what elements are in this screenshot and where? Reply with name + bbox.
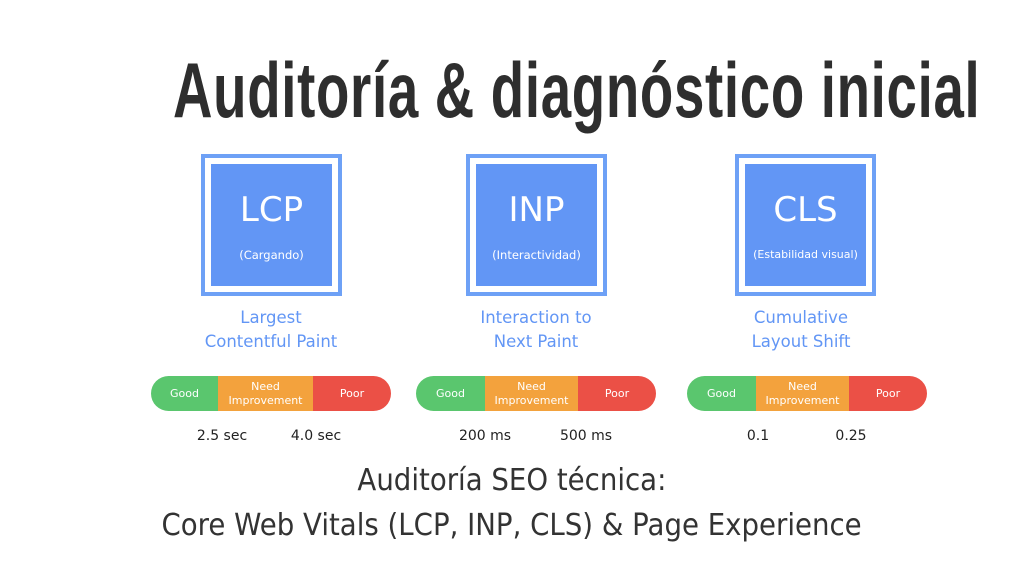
footer-line-2: Core Web Vitals (LCP, INP, CLS) & Page E… — [0, 506, 1024, 546]
metric-inp-full-name: Interaction to Next Paint — [416, 306, 656, 354]
segment-good-label: Good — [707, 386, 736, 400]
segment-need-improvement: Need Improvement — [756, 376, 849, 411]
metric-lcp-thresholds: 2.5 sec 4.0 sec — [151, 426, 391, 446]
page-title-text: Auditoría & diagnóstico inicial — [173, 46, 981, 134]
metric-inp-name-line1: Interaction to — [480, 308, 592, 327]
footer-line-1: Auditoría SEO técnica: — [0, 461, 1024, 501]
threshold-good: 2.5 sec — [196, 428, 248, 444]
segment-good-label: Good — [436, 386, 465, 400]
segment-need-label-2: Improvement — [765, 393, 840, 407]
metric-inp-name-line2: Next Paint — [493, 332, 579, 351]
metric-cls-full-name: Cumulative Layout Shift — [687, 306, 915, 354]
metric-lcp-name-line1: Largest — [240, 308, 302, 327]
metric-inp-box-inner: INP (Interactividad) — [476, 164, 597, 286]
footer-line-2-text: Core Web Vitals (LCP, INP, CLS) & Page E… — [161, 508, 863, 543]
metric-lcp-box: LCP (Cargando) — [201, 154, 342, 296]
segment-good: Good — [151, 376, 218, 411]
metric-inp-subtitle: (Interactividad) — [492, 248, 581, 262]
segment-poor-label: Poor — [604, 386, 630, 400]
metric-inp: INP (Interactividad) Interaction to Next… — [416, 154, 656, 454]
threshold-good: 200 ms — [458, 428, 512, 444]
metric-cls-threshold-bar: Good Need Improvement Poor — [687, 376, 927, 411]
metric-inp-abbr: INP — [508, 190, 565, 230]
metric-inp-thresholds: 200 ms 500 ms — [416, 426, 656, 446]
metric-lcp: LCP (Cargando) Largest Contentful Paint … — [151, 154, 391, 454]
segment-good: Good — [687, 376, 756, 411]
segment-need-improvement: Need Improvement — [485, 376, 578, 411]
segment-need-label-2: Improvement — [494, 393, 569, 407]
segment-poor: Poor — [578, 376, 656, 411]
segment-need-label-1: Need — [517, 379, 546, 393]
metric-cls-box-inner: CLS (Estabilidad visual) — [745, 164, 866, 286]
metric-lcp-abbr: LCP — [239, 190, 304, 230]
metric-lcp-threshold-bar: Good Need Improvement Poor — [151, 376, 391, 411]
threshold-poor: 500 ms — [559, 428, 613, 444]
segment-good: Good — [416, 376, 485, 411]
metric-lcp-name-line2: Contentful Paint — [204, 332, 338, 351]
segment-need-label-1: Need — [788, 379, 817, 393]
metric-cls-name-line1: Cumulative — [753, 308, 849, 327]
threshold-poor: 0.25 — [835, 428, 867, 444]
metric-cls-subtitle: (Estabilidad visual) — [753, 248, 858, 261]
metric-cls-thresholds: 0.1 0.25 — [687, 426, 927, 446]
metric-inp-threshold-bar: Good Need Improvement Poor — [416, 376, 656, 411]
footer-line-1-text: Auditoría SEO técnica: — [357, 463, 667, 498]
metric-cls-name-line2: Layout Shift — [751, 332, 851, 351]
segment-poor-label: Poor — [875, 386, 901, 400]
segment-good-label: Good — [170, 386, 199, 400]
metric-cls: CLS (Estabilidad visual) Cumulative Layo… — [687, 154, 927, 454]
segment-poor: Poor — [849, 376, 927, 411]
segment-need-improvement: Need Improvement — [218, 376, 313, 411]
metric-lcp-full-name: Largest Contentful Paint — [151, 306, 391, 354]
segment-need-label-2: Improvement — [228, 393, 303, 407]
segment-poor: Poor — [313, 376, 391, 411]
segment-poor-label: Poor — [339, 386, 365, 400]
segment-need-label-1: Need — [251, 379, 280, 393]
page-title: Auditoría & diagnóstico inicial — [0, 40, 1024, 140]
metric-lcp-subtitle: (Cargando) — [239, 248, 304, 262]
metric-cls-box: CLS (Estabilidad visual) — [735, 154, 876, 296]
threshold-poor: 4.0 sec — [290, 428, 342, 444]
threshold-good: 0.1 — [746, 428, 770, 444]
metric-inp-box: INP (Interactividad) — [466, 154, 607, 296]
metric-lcp-box-inner: LCP (Cargando) — [211, 164, 332, 286]
metric-cls-abbr: CLS — [773, 190, 838, 230]
